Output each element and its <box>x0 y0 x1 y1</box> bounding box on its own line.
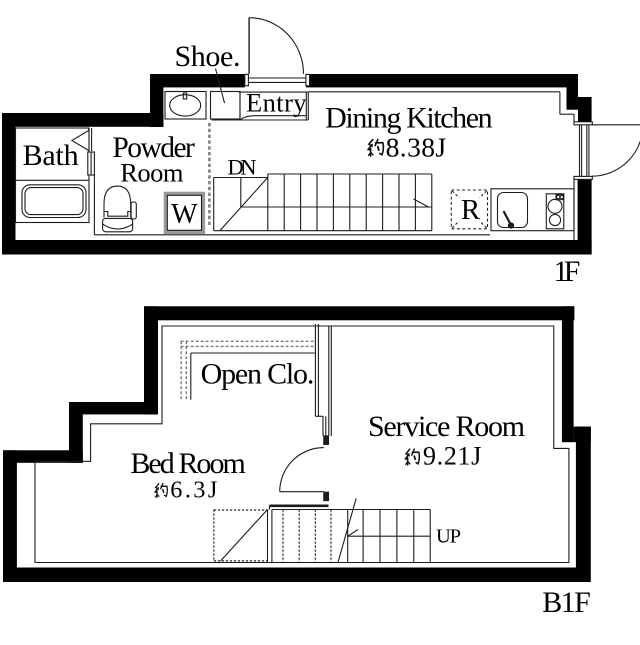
svg-text:6.3J: 6.3J <box>170 476 217 503</box>
svg-text:W: W <box>171 199 198 230</box>
svg-text:Bed Room: Bed Room <box>130 447 246 480</box>
svg-text:Room: Room <box>120 157 184 187</box>
svg-text:DN: DN <box>228 155 257 180</box>
svg-text:B1F: B1F <box>542 586 591 619</box>
svg-text:1F: 1F <box>553 255 580 288</box>
svg-text:Open Clo.: Open Clo. <box>201 357 315 390</box>
svg-text:R: R <box>461 194 481 226</box>
svg-text:UP: UP <box>436 526 461 548</box>
svg-text:Entry: Entry <box>246 87 307 117</box>
svg-text:Service Room: Service Room <box>368 410 525 443</box>
svg-text:Powder: Powder <box>112 132 195 164</box>
svg-text:Bath: Bath <box>23 139 79 172</box>
svg-text:Shoe.: Shoe. <box>175 40 241 73</box>
svg-text:9.21J: 9.21J <box>423 442 481 471</box>
svg-text:Dining Kitchen: Dining Kitchen <box>325 101 493 134</box>
svg-text:8.38J: 8.38J <box>386 132 447 163</box>
